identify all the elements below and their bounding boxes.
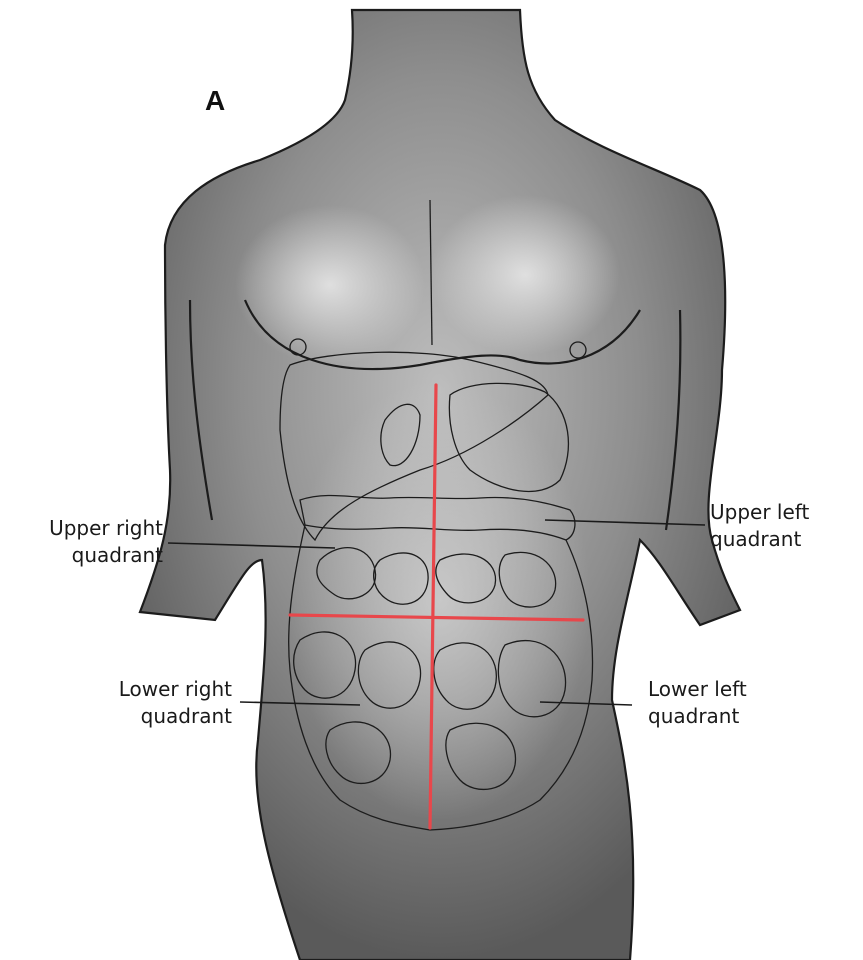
label-upper-right-quadrant: Upper right quadrant (49, 516, 163, 567)
right-pectoral-highlight (430, 195, 620, 355)
label-lower-left-line2: quadrant (648, 704, 739, 728)
left-pectoral-highlight (235, 205, 425, 365)
label-upper-left-line2: quadrant (710, 527, 801, 551)
label-upper-left-quadrant: Upper left quadrant (710, 500, 809, 551)
torso-illustration (140, 10, 740, 960)
label-upper-left-line1: Upper left (710, 500, 809, 524)
label-lower-left-line1: Lower left (648, 677, 747, 701)
label-upper-right-line1: Upper right (49, 516, 163, 540)
label-lower-right-quadrant: Lower right quadrant (119, 677, 232, 728)
label-lower-right-line1: Lower right (119, 677, 232, 701)
abdomen-highlight (290, 380, 590, 820)
panel-letter: A (205, 85, 225, 116)
label-lower-right-line2: quadrant (141, 704, 232, 728)
label-upper-right-line2: quadrant (72, 543, 163, 567)
label-lower-left-quadrant: Lower left quadrant (648, 677, 747, 728)
